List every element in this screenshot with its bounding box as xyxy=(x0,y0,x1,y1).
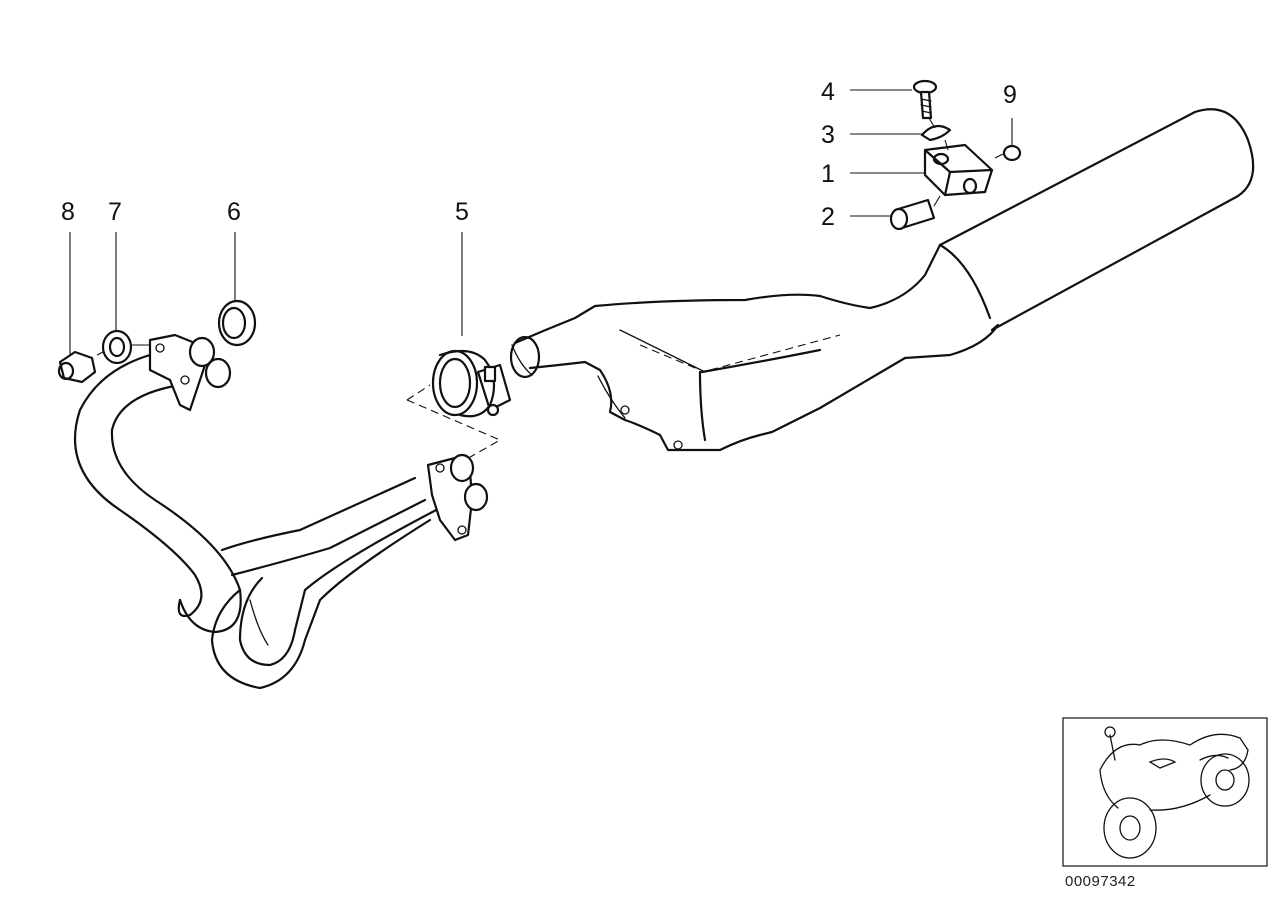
callout-5: 5 xyxy=(455,198,469,226)
document-number: 00097342 xyxy=(1065,873,1136,890)
muffler-assembly xyxy=(509,108,1255,452)
callout-8: 8 xyxy=(61,198,75,226)
leader-lines xyxy=(69,89,1013,356)
spring-washer xyxy=(920,124,952,142)
cap-nut xyxy=(57,350,97,384)
washer-ring xyxy=(101,329,133,365)
callout-7: 7 xyxy=(108,198,122,226)
callout-9: 9 xyxy=(1003,81,1017,109)
o-ring xyxy=(1002,144,1022,162)
callout-2: 2 xyxy=(821,203,835,231)
callout-3: 3 xyxy=(821,121,835,149)
header-pipe-assembly xyxy=(73,333,489,690)
callout-6: 6 xyxy=(227,198,241,226)
callout-1: 1 xyxy=(821,160,835,188)
holder-block xyxy=(923,143,994,197)
motorcycle-thumbnail xyxy=(1062,717,1268,867)
exhaust-clamp xyxy=(431,349,512,418)
callout-4: 4 xyxy=(821,78,835,106)
alignment-guide-lines xyxy=(406,384,502,461)
screw xyxy=(912,79,938,120)
bushing-sleeve xyxy=(889,198,936,231)
gasket-ring xyxy=(217,299,257,347)
